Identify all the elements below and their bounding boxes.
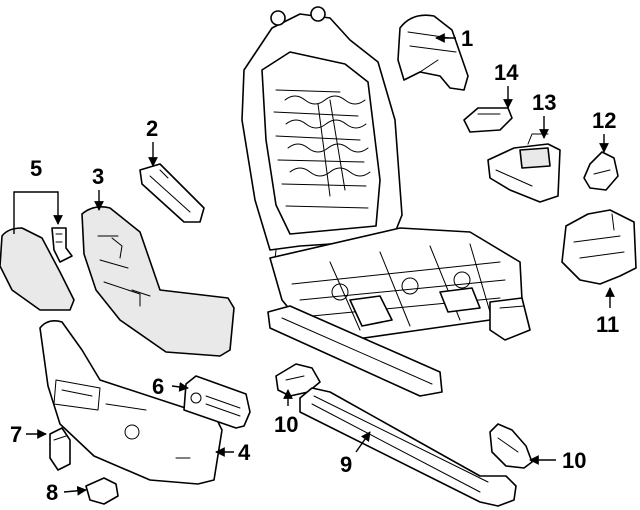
- callout-3: 3: [92, 164, 104, 189]
- callout-4: 4: [238, 440, 251, 465]
- part-9-rail-cover: [299, 387, 517, 507]
- part-5-side-trim: [0, 227, 75, 311]
- callout-6: 6: [152, 374, 164, 399]
- callout-2: 2: [146, 116, 158, 141]
- callout-11: 11: [596, 312, 619, 337]
- part-4-outer-shield: [39, 320, 223, 485]
- part-11-bracket-cover: [561, 209, 637, 285]
- leader-lines: [13, 33, 615, 496]
- callout-10-upper: 10: [274, 412, 298, 437]
- part-8-knob-cap: [85, 477, 119, 505]
- part-6-module: [183, 375, 251, 429]
- part-1-back-trim: [397, 14, 469, 91]
- part-12-cover: [583, 151, 619, 191]
- callout-5: 5: [30, 156, 42, 181]
- callout-14: 14: [494, 60, 519, 85]
- part-10-lower-bracket: [489, 423, 533, 469]
- part-2-switch-module: [139, 163, 205, 223]
- callout-13: 13: [532, 90, 556, 115]
- callout-1: 1: [461, 26, 473, 51]
- part-10-upper-bracket: [275, 363, 321, 397]
- callout-7: 7: [10, 422, 22, 447]
- part-13-bracket: [487, 133, 561, 203]
- callout-8: 8: [46, 480, 58, 505]
- callout-12: 12: [592, 108, 616, 133]
- part-3-side-shield: [81, 206, 235, 357]
- callout-9: 9: [340, 452, 352, 477]
- part-7-knob: [49, 427, 71, 471]
- seat-frame-assembly: [241, 6, 531, 397]
- part-14-switch: [463, 107, 513, 133]
- callout-10-lower: 10: [562, 448, 586, 473]
